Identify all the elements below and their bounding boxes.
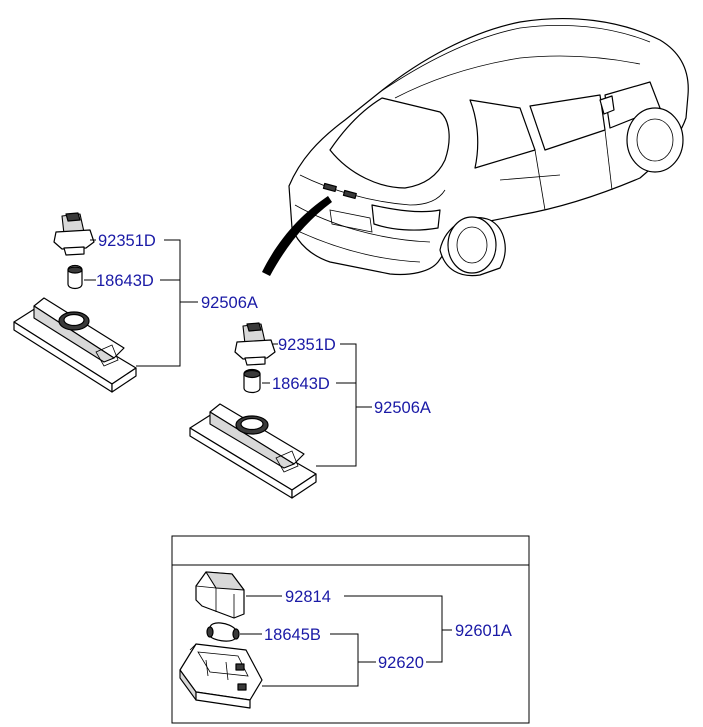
sedan-rear-illustration [262,17,689,277]
festoon-bulb-icon [206,622,240,642]
socket-icon [234,322,276,366]
lamp-socket-housing-icon [179,643,263,709]
lens-cover-icon [195,571,245,619]
upper-lamp-group: 92351D 18643D 92506A [13,212,258,393]
inset-panel: 92814 18645B 92620 92601A [171,535,530,724]
lamp-housing-icon [189,403,317,499]
inset-housing-label: 92620 [378,654,424,672]
bulb-icon [243,368,261,394]
upper-lamp-assembly-label: 92506A [201,294,258,312]
inset-lamp-assembly-label: 92601A [455,622,512,640]
upper-bulb-label: 18643D [96,272,154,290]
middle-lamp-group: 92351D 18643D 92506A [189,322,431,499]
socket-icon [53,212,95,256]
bulb-icon [67,264,83,290]
middle-bulb-label: 18643D [272,375,330,393]
middle-socket-label: 92351D [278,336,336,354]
upper-socket-label: 92351D [98,232,156,250]
inset-bulb-label: 18645B [264,626,321,644]
lamp-housing-icon [13,297,137,393]
middle-lamp-assembly-label: 92506A [374,399,431,417]
inset-lens-label: 92814 [285,588,331,606]
